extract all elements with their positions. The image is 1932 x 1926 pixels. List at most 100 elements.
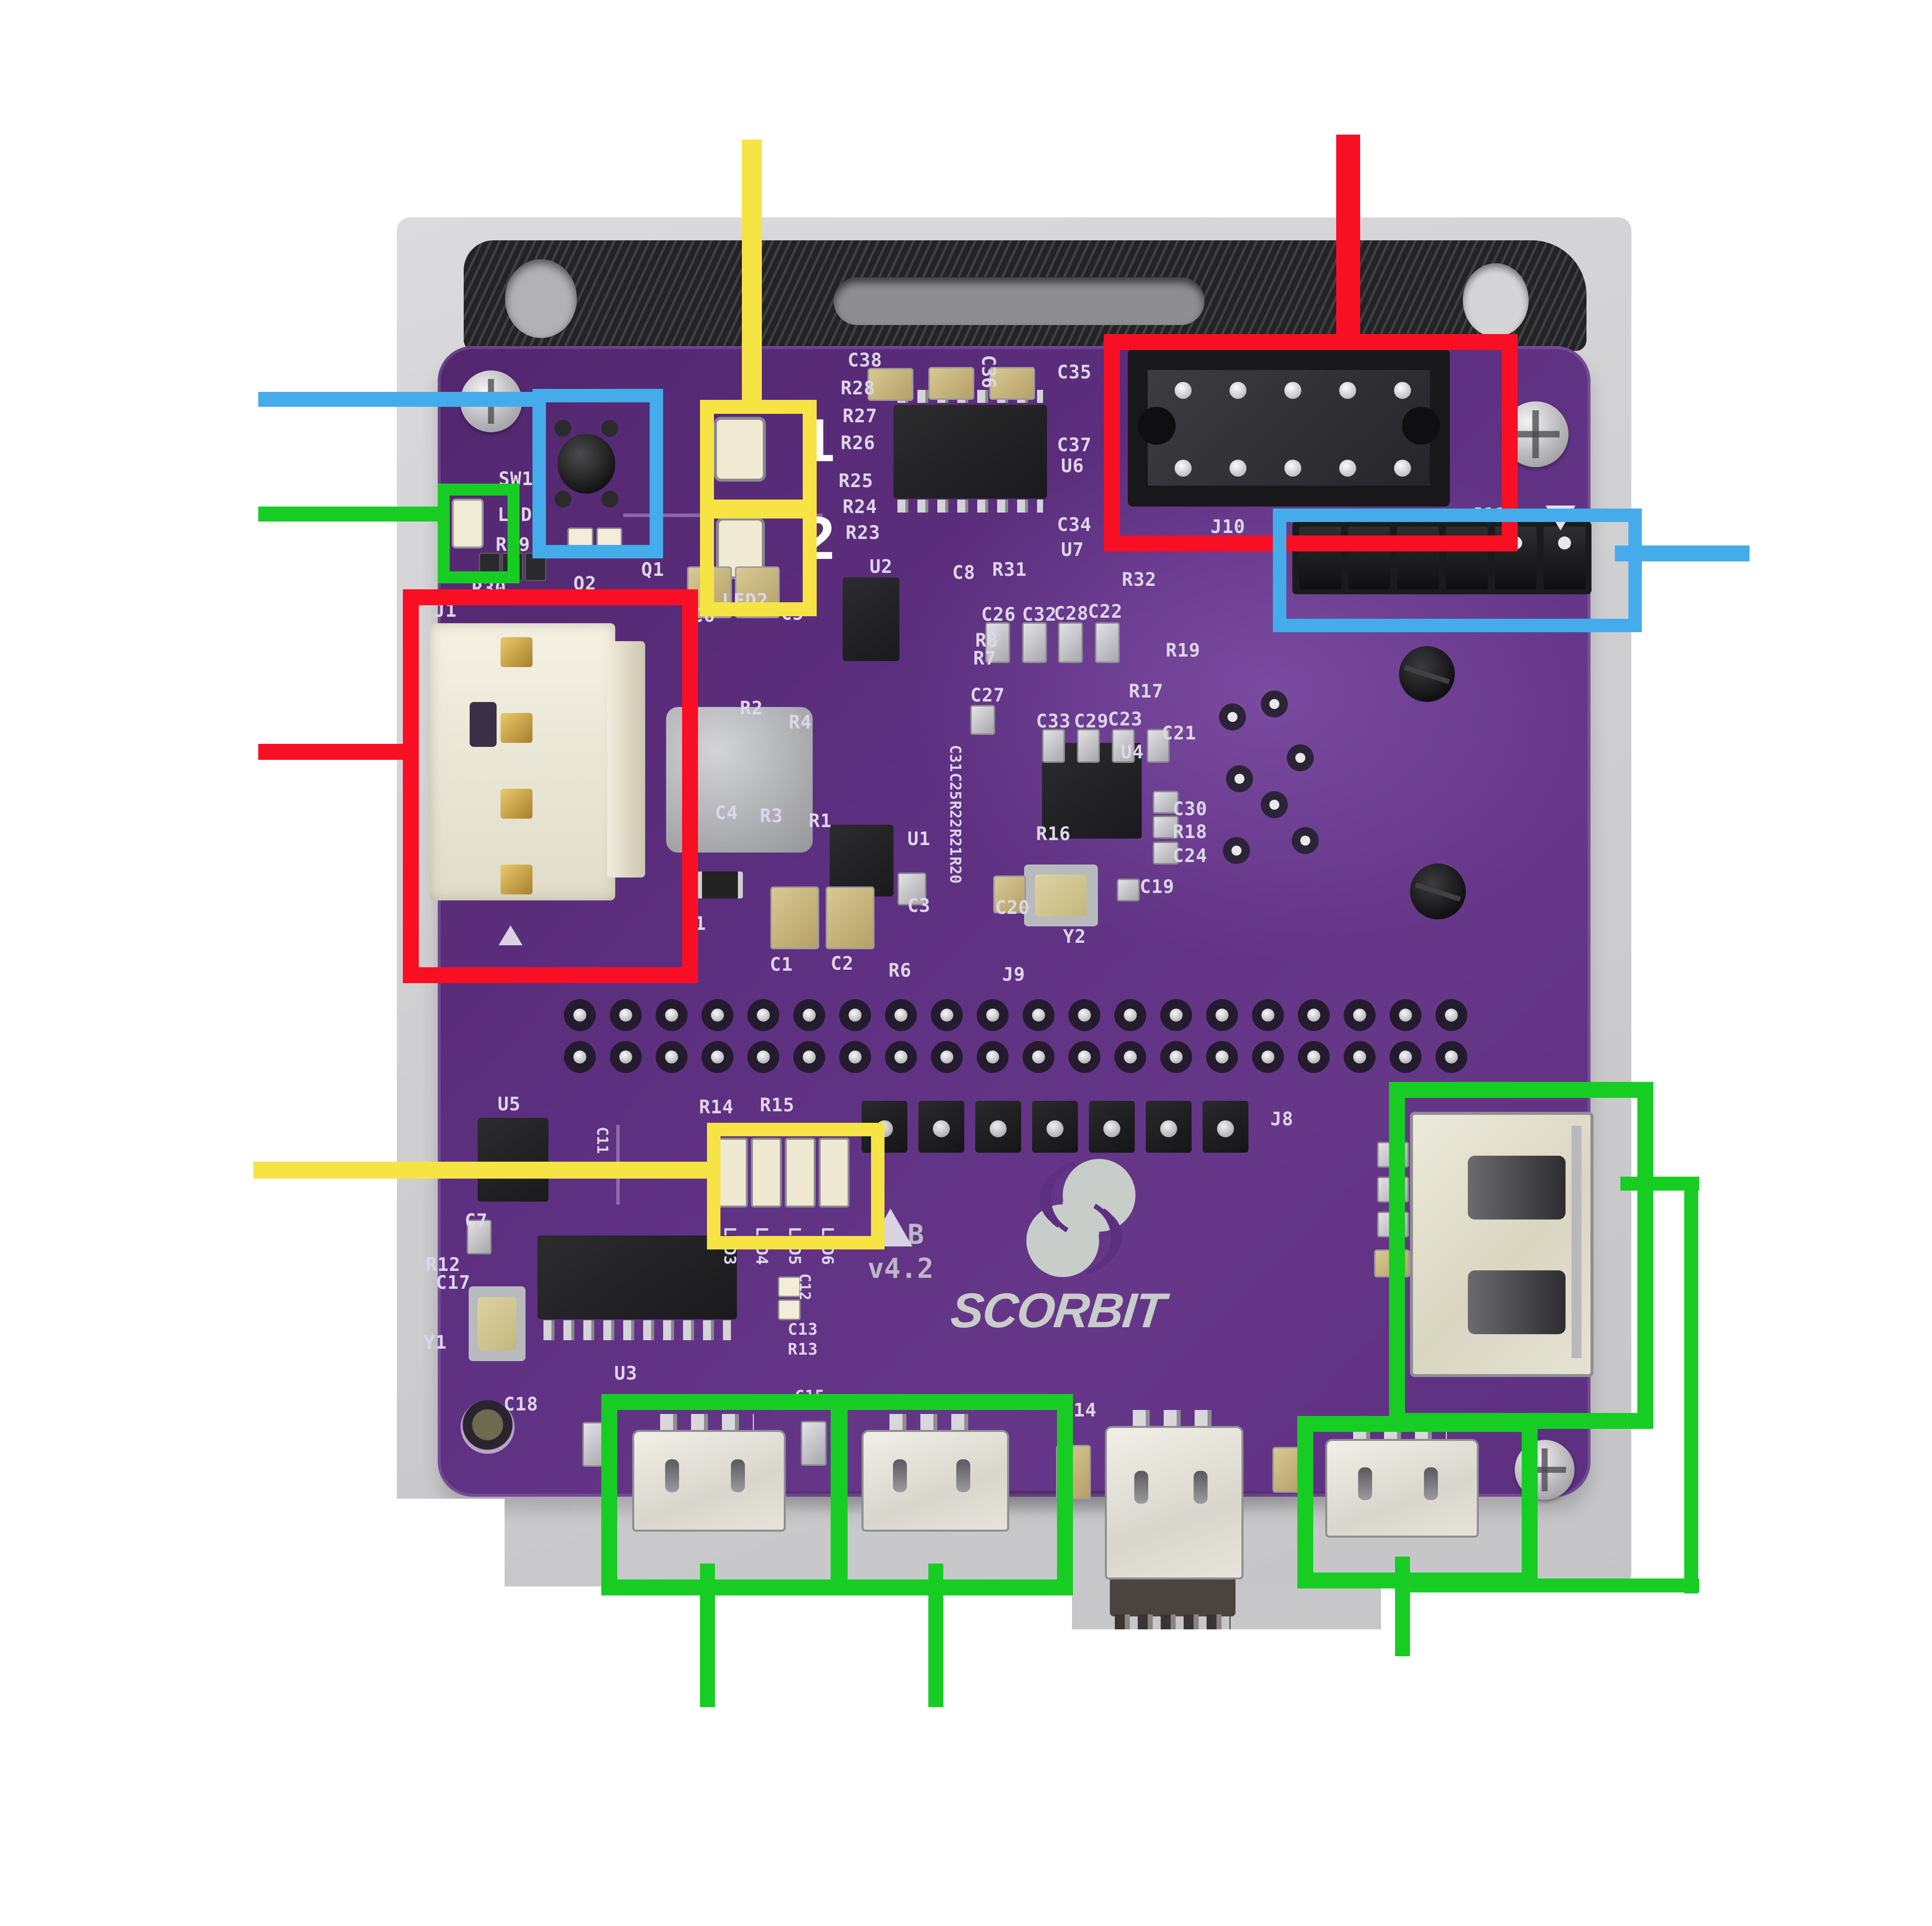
screw-mid-upper (1399, 646, 1455, 702)
silkscreen-label-c18: C18 (504, 1394, 538, 1415)
silkscreen-label-q2: Q2 (573, 573, 597, 594)
idc-pin (1284, 382, 1301, 399)
silkscreen-label-u3: U3 (614, 1363, 638, 1384)
silkscreen-label-c12: C12 (796, 1273, 813, 1301)
silkscreen-label-r29: R29 (496, 534, 530, 555)
jst-pin (501, 637, 532, 667)
silkscreen-label-r8: R8 (975, 630, 999, 651)
j8-header-pin (862, 1101, 907, 1153)
silkscreen-label-r3: R3 (760, 805, 783, 827)
micro-usb-pins (1353, 1423, 1447, 1440)
sw1-button-plunger (557, 434, 615, 494)
silkscreen-label-sw1: SW1 (499, 468, 533, 490)
silkscreen-label-y2: Y2 (1063, 926, 1086, 947)
status-led-bar-led (819, 1138, 850, 1208)
status-led-bar-led (751, 1138, 782, 1208)
passive-component (989, 367, 1035, 400)
status-led-bar-led (785, 1138, 816, 1208)
jst-pin (501, 865, 532, 894)
j9-through-hole (1435, 1041, 1467, 1073)
silkscreen-label-c31: C31 (946, 745, 964, 772)
screw-top-right (1503, 401, 1569, 467)
jst-keying-slot (470, 702, 497, 747)
silkscreen-label-c13: C13 (788, 1320, 818, 1339)
silkscreen-label-c8: C8 (952, 562, 976, 583)
marker-numeral-1: 1 (801, 406, 835, 474)
idc-pin (1394, 382, 1411, 399)
chip-u5 (478, 1118, 548, 1202)
chip-u1 (830, 825, 893, 896)
silkscreen-label-u7: U7 (1061, 539, 1084, 560)
silkscreen-label-r14: R14 (699, 1096, 734, 1118)
trace-line (616, 1125, 620, 1205)
micro-usb-screw-slot (1134, 1471, 1149, 1504)
j9-through-hole (1252, 1041, 1284, 1073)
silkscreen-label-c29: C29 (1074, 710, 1109, 732)
silkscreen-label-c2: C2 (831, 953, 854, 974)
passive-component (928, 367, 974, 400)
crystal-y2-center (1035, 875, 1087, 916)
idc-pin (1175, 460, 1192, 477)
sw1-corner-pin (554, 491, 571, 508)
passive-component (525, 552, 546, 581)
micro-usb-connector-3 (1105, 1426, 1243, 1579)
silkscreen-label-r18: R18 (1173, 821, 1208, 843)
silkscreen-label-c27: C27 (970, 685, 1005, 706)
j9-through-hole (564, 999, 596, 1031)
usb-a-connector (1410, 1112, 1593, 1377)
passive-component (801, 1421, 827, 1466)
j9-through-hole (747, 999, 779, 1031)
micro-usb-pins (1133, 1410, 1212, 1427)
scorbit-wordmark: SCORBIT (948, 1283, 1167, 1338)
green-line-right-vertical (1684, 1177, 1698, 1593)
via-hole (1261, 791, 1288, 818)
silkscreen-label-led1: LED1 (498, 504, 544, 525)
micro-usb-3-base (1110, 1574, 1235, 1616)
bracket-hole-left (505, 259, 577, 338)
j9-through-hole (564, 1041, 596, 1073)
j9-through-hole (1390, 1041, 1421, 1073)
trace-line (623, 514, 823, 517)
silkscreen-label-r13: R13 (788, 1340, 818, 1359)
silkscreen-label-c26: C26 (981, 604, 1016, 625)
j9-through-hole (1390, 999, 1421, 1031)
passive-component (826, 886, 875, 949)
silkscreen-label-u5: U5 (498, 1093, 521, 1115)
photo-corner-cut (389, 1499, 505, 1588)
silkscreen-label-d1: D1 (683, 913, 706, 934)
silkscreen-label-r21: R21 (946, 829, 964, 856)
led1-component (452, 499, 484, 548)
passive-component (993, 875, 1026, 913)
j8-header-pin (1089, 1101, 1135, 1153)
passive-component (1272, 1447, 1303, 1493)
j9-through-hole (1068, 1041, 1100, 1073)
idc-pin (1229, 382, 1246, 399)
passive-component (770, 886, 819, 949)
j9-through-hole (793, 1041, 825, 1073)
jst-power-connector (430, 623, 615, 900)
passive-component (502, 552, 524, 581)
passive-component (1095, 622, 1120, 663)
board-version-text: v4.2 (868, 1252, 934, 1284)
idc-pin (1229, 460, 1246, 477)
passive-component (1117, 878, 1140, 901)
passive-component (1377, 1142, 1409, 1168)
micro-usb-connector-1 (632, 1430, 786, 1532)
jst-connector-wall (607, 641, 645, 877)
silkscreen-label-c15: C15 (795, 1387, 825, 1405)
silkscreen-label-r32: R32 (1122, 569, 1157, 590)
screw-bottom-right (1515, 1440, 1575, 1500)
j9-through-hole (747, 1041, 779, 1073)
silkscreen-label-c34: C34 (1057, 514, 1092, 535)
silkscreen-label-l: L (686, 795, 698, 817)
via-hole (1219, 703, 1246, 730)
j9-through-hole (1206, 1041, 1238, 1073)
silkscreen-label-j11: J11 (1472, 504, 1507, 525)
silkscreen-label-c4: C4 (715, 802, 738, 824)
bracket-slot (834, 277, 1205, 325)
micro-usb-screw-slot (893, 1459, 907, 1492)
status-led-1 (714, 417, 766, 482)
micro-usb-pins (889, 1414, 977, 1431)
micro-usb-connector-2 (862, 1430, 1009, 1532)
